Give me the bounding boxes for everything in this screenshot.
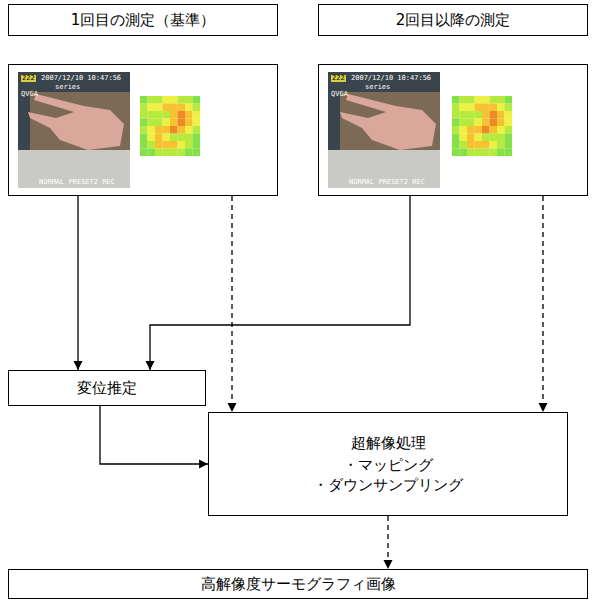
photo-overlay-text: 2007/12/10 10:47:56 <box>351 75 431 82</box>
process-box: 変位推定 <box>8 370 206 406</box>
box-label: 1回目の測定（基準） <box>71 10 216 30</box>
box-label: 変位推定 <box>77 378 137 398</box>
image-frame: 222 2007/12/10 10:47:56 seriesQVGA NORMAL P… <box>8 64 278 196</box>
camera-photo <box>18 72 130 188</box>
thermal-heatmap <box>140 96 200 156</box>
thermal-heatmap <box>452 96 512 156</box>
photo-overlay-text: NORMAL PRESET2 REC <box>39 179 115 186</box>
photo-overlay-text: 2007/12/10 10:47:56 <box>41 75 121 82</box>
photo-overlay-text: 222 <box>21 75 36 82</box>
list-item: ・マッピング <box>343 455 433 475</box>
photo-overlay-text: NORMAL PRESET2 REC <box>349 179 425 186</box>
camera-photo <box>328 72 440 188</box>
process-box: 超解像処理・マッピング・ダウンサンプリング <box>208 412 568 516</box>
arrow <box>74 196 83 370</box>
arrow <box>146 196 411 370</box>
dashed-arrow <box>539 196 548 412</box>
dashed-arrow <box>228 196 237 412</box>
title-box: 1回目の測定（基準） <box>8 4 278 36</box>
output-box: 高解像度サーモグラフィ画像 <box>8 569 588 599</box>
photo-overlay-text: QVGA <box>331 91 348 98</box>
arrow <box>100 406 208 469</box>
photo-overlay-text: 222 <box>331 75 346 82</box>
dashed-arrow <box>384 516 393 569</box>
box-label: 2回目以降の測定 <box>396 10 511 30</box>
list-item: ・ダウンサンプリング <box>313 475 463 495</box>
box-label: 超解像処理 <box>351 433 426 453</box>
photo-overlay-text: series <box>365 84 390 91</box>
photo-overlay-text: series <box>55 84 80 91</box>
photo-overlay-text: QVGA <box>21 91 38 98</box>
image-frame: 222 2007/12/10 10:47:56 seriesQVGA NORMAL P… <box>318 64 588 196</box>
box-label: 高解像度サーモグラフィ画像 <box>201 574 396 594</box>
title-box: 2回目以降の測定 <box>318 4 588 36</box>
